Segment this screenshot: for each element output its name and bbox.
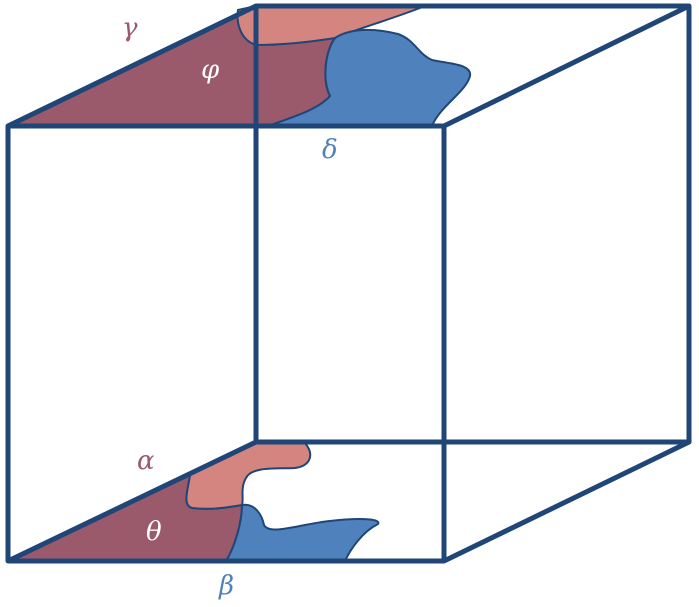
bottom-face-regions xyxy=(7,442,380,562)
front-face xyxy=(5,123,447,564)
label-phi: φ xyxy=(201,55,220,85)
edge-bottom-right xyxy=(442,439,691,564)
edge-top-left xyxy=(6,3,258,129)
edge-bottom-left xyxy=(6,439,258,564)
region-delta xyxy=(267,28,472,127)
labels: γ φ δ α θ β xyxy=(122,13,338,601)
region-alpha xyxy=(185,442,312,510)
cube-edges xyxy=(5,3,692,564)
top-face-regions xyxy=(7,4,472,127)
back-face xyxy=(253,3,692,445)
label-theta: θ xyxy=(146,517,162,547)
edge-top-right xyxy=(442,3,691,129)
region-beta xyxy=(224,503,380,562)
label-gamma: γ xyxy=(122,13,138,43)
label-alpha: α xyxy=(137,446,155,476)
label-delta: δ xyxy=(322,135,338,165)
region-gamma xyxy=(236,5,426,47)
label-beta: β xyxy=(218,571,234,601)
